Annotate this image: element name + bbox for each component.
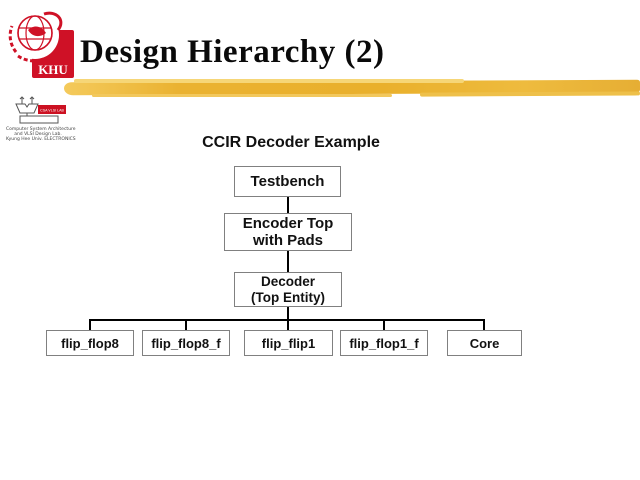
lab-caption-line: and VLSI Design Lab. — [14, 132, 62, 137]
edge-decoder-bus — [287, 307, 289, 320]
lab-caption-line: Computer System Architecture — [6, 127, 76, 132]
node-flip_flop8: flip_flop8 — [46, 330, 134, 356]
node-flip_flop1_f: flip_flop1_f — [340, 330, 428, 356]
edge-testbench-encoder — [287, 197, 289, 213]
edge-drop-flip_flip1 — [287, 319, 289, 330]
lab-logo-label-text: CSA VLSI LAB — [40, 109, 64, 113]
khu-university-logo: KHU — [8, 11, 74, 78]
diagram-title: CCIR Decoder Example — [202, 134, 380, 151]
lab-caption-line: Kyung Hee Univ. ELECTRONICS — [6, 137, 76, 142]
edge-drop-flip_flop8 — [89, 319, 91, 330]
node-testbench: Testbench — [234, 166, 341, 197]
circuit-symbol-icon — [15, 96, 59, 124]
edge-encoder-decoder — [287, 251, 289, 272]
gold-stripe-tail — [419, 91, 640, 97]
lab-logo-red-label — [38, 105, 66, 114]
edge-drop-core — [483, 319, 485, 330]
edge-drop-flip_flop1_f — [383, 319, 385, 330]
gold-stripe-shadow — [92, 94, 392, 97]
gold-stripe-highlight — [74, 79, 464, 83]
node-flip_flip1: flip_flip1 — [244, 330, 333, 356]
node-core: Core — [447, 330, 522, 356]
laurel-globe-emblem — [8, 11, 63, 63]
edge-drop-flip_flop8_f — [185, 319, 187, 330]
node-decoder-top-entity: Decoder (Top Entity) — [234, 272, 342, 307]
lab-logo: CSA VLSI LAB — [15, 96, 66, 124]
node-encoder-top-with-pads: Encoder Top with Pads — [224, 213, 352, 251]
page-title: Design Hierarchy (2) — [80, 34, 385, 70]
lab-logo-caption: Computer System Architecture and VLSI De… — [6, 127, 76, 142]
node-flip_flop8_f: flip_flop8_f — [142, 330, 230, 356]
logo-khu-text: KHU — [38, 62, 68, 77]
